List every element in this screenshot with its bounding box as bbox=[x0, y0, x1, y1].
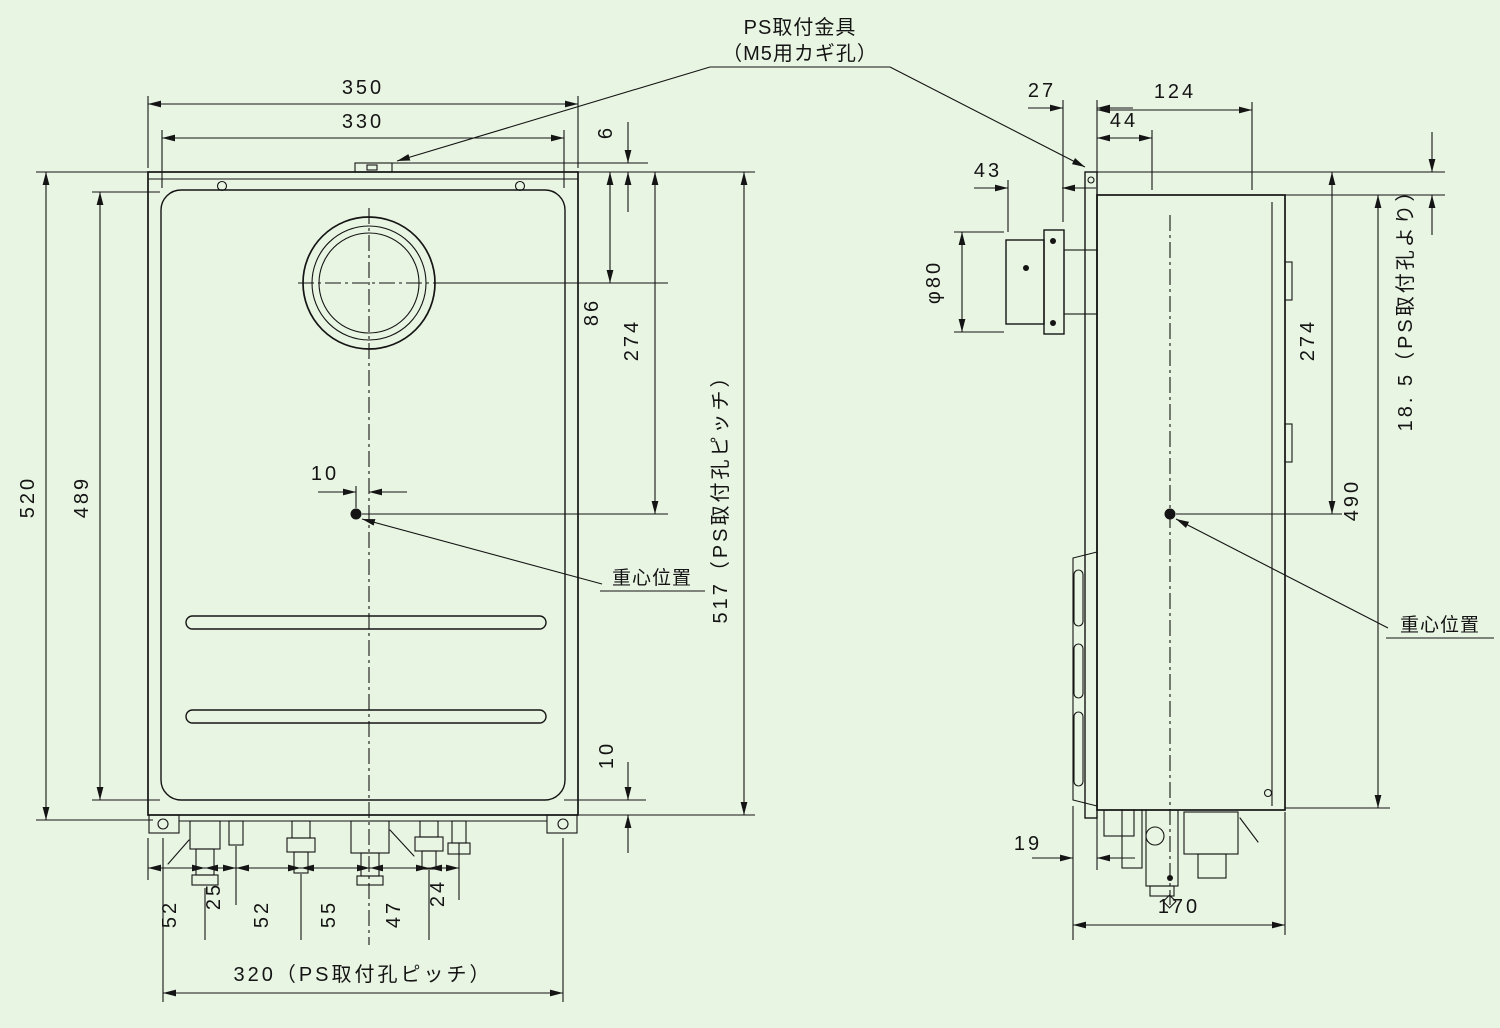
leader-to-front-bracket bbox=[396, 66, 711, 162]
dim-ps-pitch-horizontal: 320（PS取付孔ピッチ） bbox=[233, 963, 492, 986]
dim-exhaust-length: 43 bbox=[974, 160, 1002, 182]
front-slot-upper bbox=[185, 615, 547, 630]
dim-cog-from-top-side: 274 bbox=[1297, 319, 1319, 361]
dim-cover-protrusion: 19 bbox=[1014, 833, 1042, 855]
dim-vent-from-top: 86 bbox=[581, 298, 603, 326]
front-cover-edge bbox=[1072, 551, 1098, 807]
louver-slot bbox=[1073, 569, 1084, 627]
front-view bbox=[147, 162, 579, 945]
dim-ps-pitch-vertical: 517（PS取付孔ピッチ） bbox=[709, 364, 732, 623]
dim-pipe-offset-3: 52 bbox=[251, 900, 273, 928]
front-panel bbox=[160, 189, 566, 801]
cog-dot-front bbox=[350, 508, 362, 520]
dim-exhaust-diameter: φ80 bbox=[923, 260, 945, 304]
side-mount-bracket bbox=[1084, 171, 1098, 819]
cog-label-front: 重心位置 bbox=[612, 567, 692, 589]
ps-bracket-tab bbox=[354, 162, 393, 173]
exhaust-neck bbox=[1063, 249, 1098, 315]
exhaust-flange bbox=[1043, 229, 1065, 335]
dim-flange-to-front: 27 bbox=[1028, 80, 1056, 102]
front-dimensions: 350 330 6 520 489 86 274 517（PS取付孔ピッチ） 1… bbox=[17, 77, 755, 1002]
side-rear-tab bbox=[1284, 261, 1293, 301]
dim-pipe-offset-2: 25 bbox=[203, 882, 225, 910]
dim-overall-height: 520 bbox=[17, 476, 39, 518]
dim-pipe-offset-4: 55 bbox=[318, 900, 340, 928]
front-bottom-tab-left bbox=[148, 814, 180, 834]
dim-bottom-offset: 10 bbox=[596, 741, 618, 769]
ps-hole-icon bbox=[157, 818, 169, 830]
ps-hole-icon bbox=[1087, 176, 1095, 184]
leader-to-cog-side bbox=[1175, 518, 1389, 629]
louver-slot bbox=[1073, 643, 1084, 699]
dim-front-to-rear: 124 bbox=[1154, 81, 1196, 103]
dim-pipe-offset-1: 52 bbox=[159, 900, 181, 928]
dim-overall-width: 350 bbox=[342, 77, 384, 99]
leader-to-cog-front bbox=[361, 518, 603, 585]
front-piping bbox=[167, 820, 471, 886]
cog-label-side: 重心位置 bbox=[1400, 614, 1480, 636]
front-slot-lower bbox=[185, 709, 547, 724]
exhaust-pipe bbox=[1005, 239, 1045, 325]
ps-bracket-label-sub: （M5用カギ孔） bbox=[722, 42, 878, 65]
bolt-dot-icon bbox=[1050, 320, 1056, 326]
side-view bbox=[1005, 171, 1293, 909]
dim-cog-offset: 10 bbox=[311, 463, 339, 485]
side-body-outline bbox=[1096, 194, 1286, 811]
cog-dot-side bbox=[1164, 508, 1176, 520]
dim-panel-height: 489 bbox=[71, 476, 93, 518]
side-rear-tab bbox=[1284, 423, 1293, 463]
dim-overall-depth: 170 bbox=[1158, 896, 1200, 918]
louver-slot bbox=[1073, 711, 1084, 787]
dim-body-height: 490 bbox=[1341, 479, 1363, 521]
screw-icon bbox=[1263, 788, 1273, 798]
ps-bracket-label-title: PS取付金具 bbox=[744, 16, 857, 39]
screw-icon bbox=[216, 180, 228, 192]
bolt-dot-icon bbox=[1023, 265, 1029, 271]
dim-bracket-protrusion: 6 bbox=[595, 125, 617, 139]
screw-icon bbox=[514, 180, 526, 192]
dim-front-step: 44 bbox=[1110, 110, 1138, 132]
dim-panel-width: 330 bbox=[342, 111, 384, 133]
side-piping bbox=[1103, 809, 1259, 909]
leader-to-side-bracket bbox=[889, 66, 1086, 168]
dim-cog-from-top-front: 274 bbox=[621, 319, 643, 361]
dim-pipe-offset-6: 24 bbox=[427, 879, 449, 907]
annotations: PS取付金具 （M5用カギ孔） 重心位置 重心位置 bbox=[361, 16, 1494, 639]
side-dimensions: 27 124 44 43 φ80 274 18. 5（PS取付孔より） 490 … bbox=[923, 80, 1445, 940]
front-body-outline bbox=[147, 171, 579, 816]
dim-top-from-ps-hole: 18. 5（PS取付孔より） bbox=[1394, 179, 1417, 432]
bolt-dot-icon bbox=[1050, 238, 1056, 244]
ps-hole-icon bbox=[557, 818, 569, 830]
front-bottom-tab-right bbox=[546, 814, 578, 834]
dim-pipe-offset-5: 47 bbox=[383, 900, 405, 928]
ps-bracket-keyhole-icon bbox=[366, 164, 378, 171]
